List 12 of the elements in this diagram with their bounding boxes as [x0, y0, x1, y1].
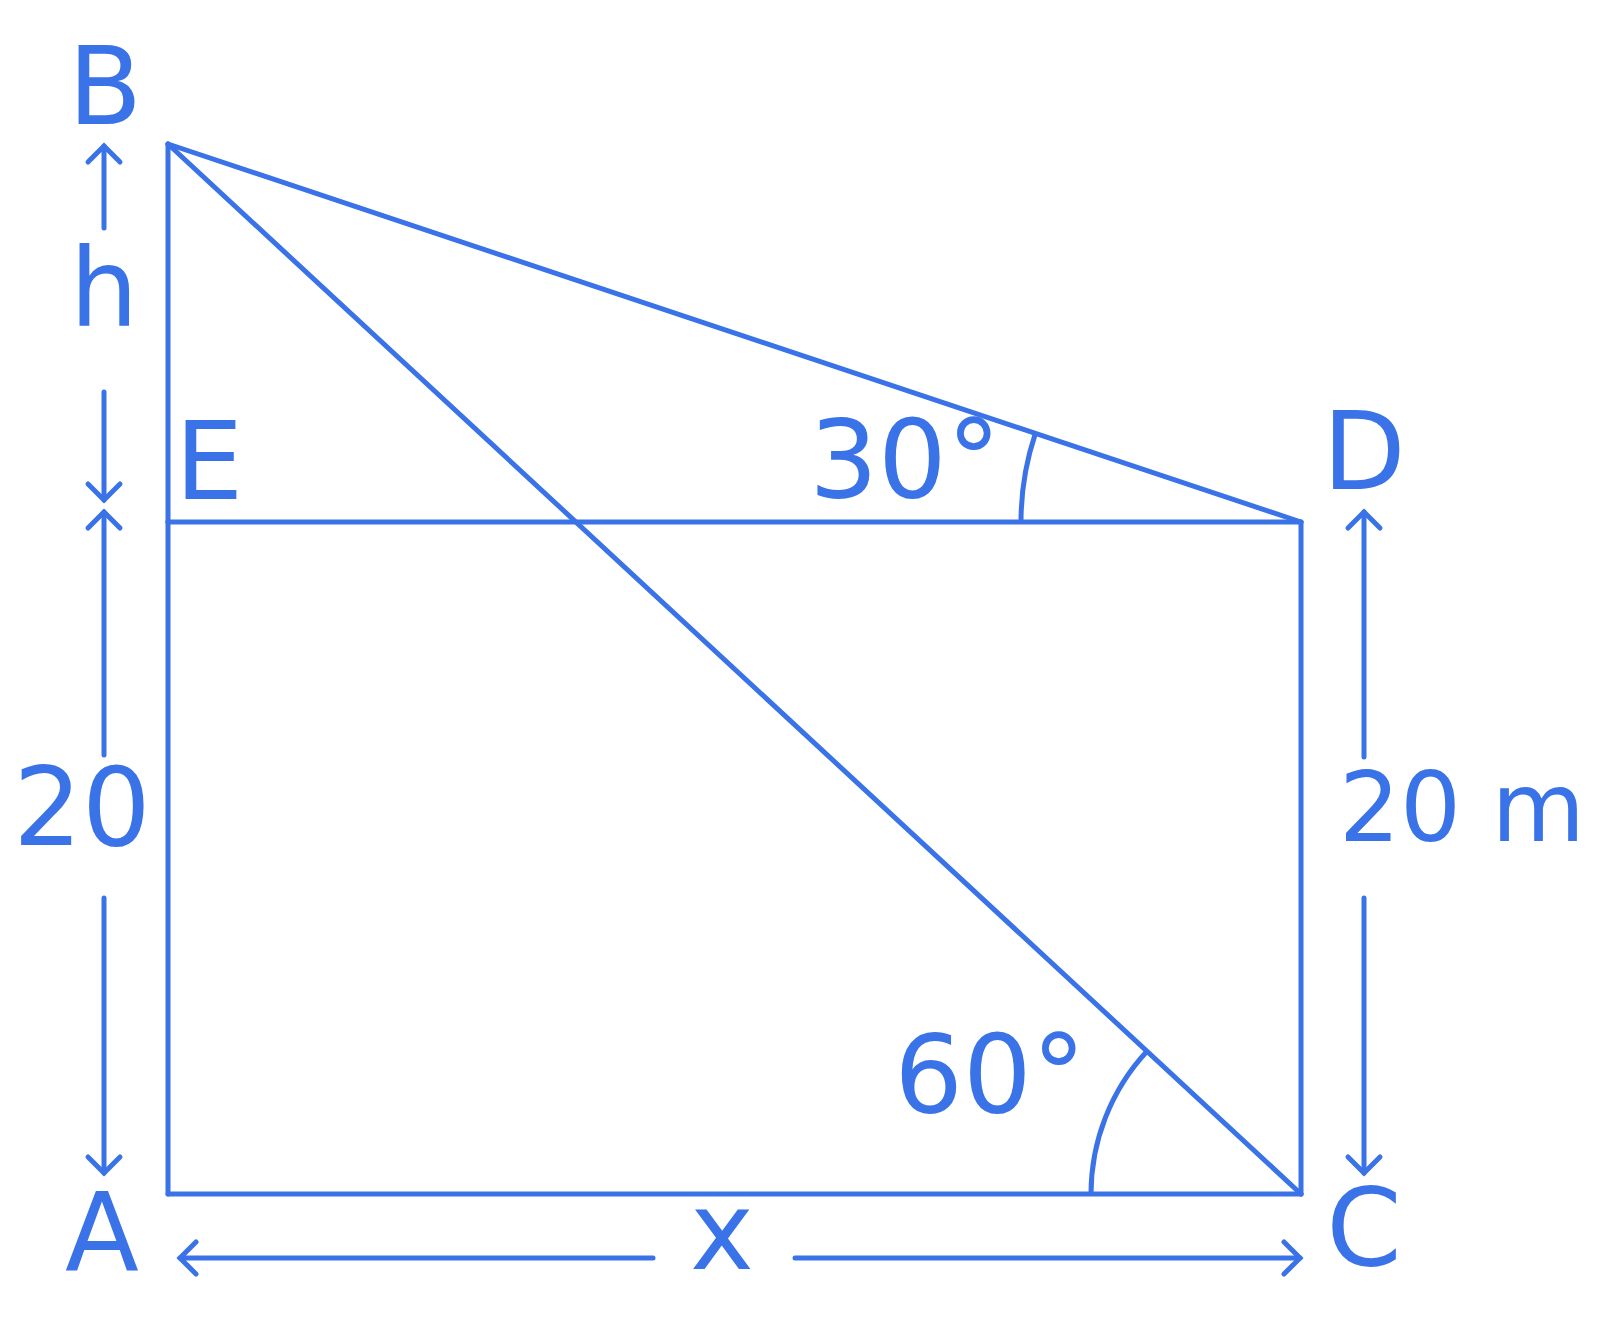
line-segment — [165, 141, 1304, 1197]
dimension-label: 20 — [13, 754, 151, 862]
vertex-label: E — [174, 408, 244, 516]
angle-label: 30° — [809, 406, 1001, 514]
dimension-label: 20 m — [1338, 760, 1586, 856]
vertex-label: A — [65, 1179, 139, 1287]
angle-label: 60° — [894, 1021, 1086, 1129]
dimension-label: h — [69, 235, 139, 343]
vertex-label: D — [1322, 398, 1406, 506]
vertex-label: C — [1326, 1174, 1402, 1282]
dimension-label: x — [690, 1178, 754, 1286]
vertex-label: B — [67, 33, 143, 141]
